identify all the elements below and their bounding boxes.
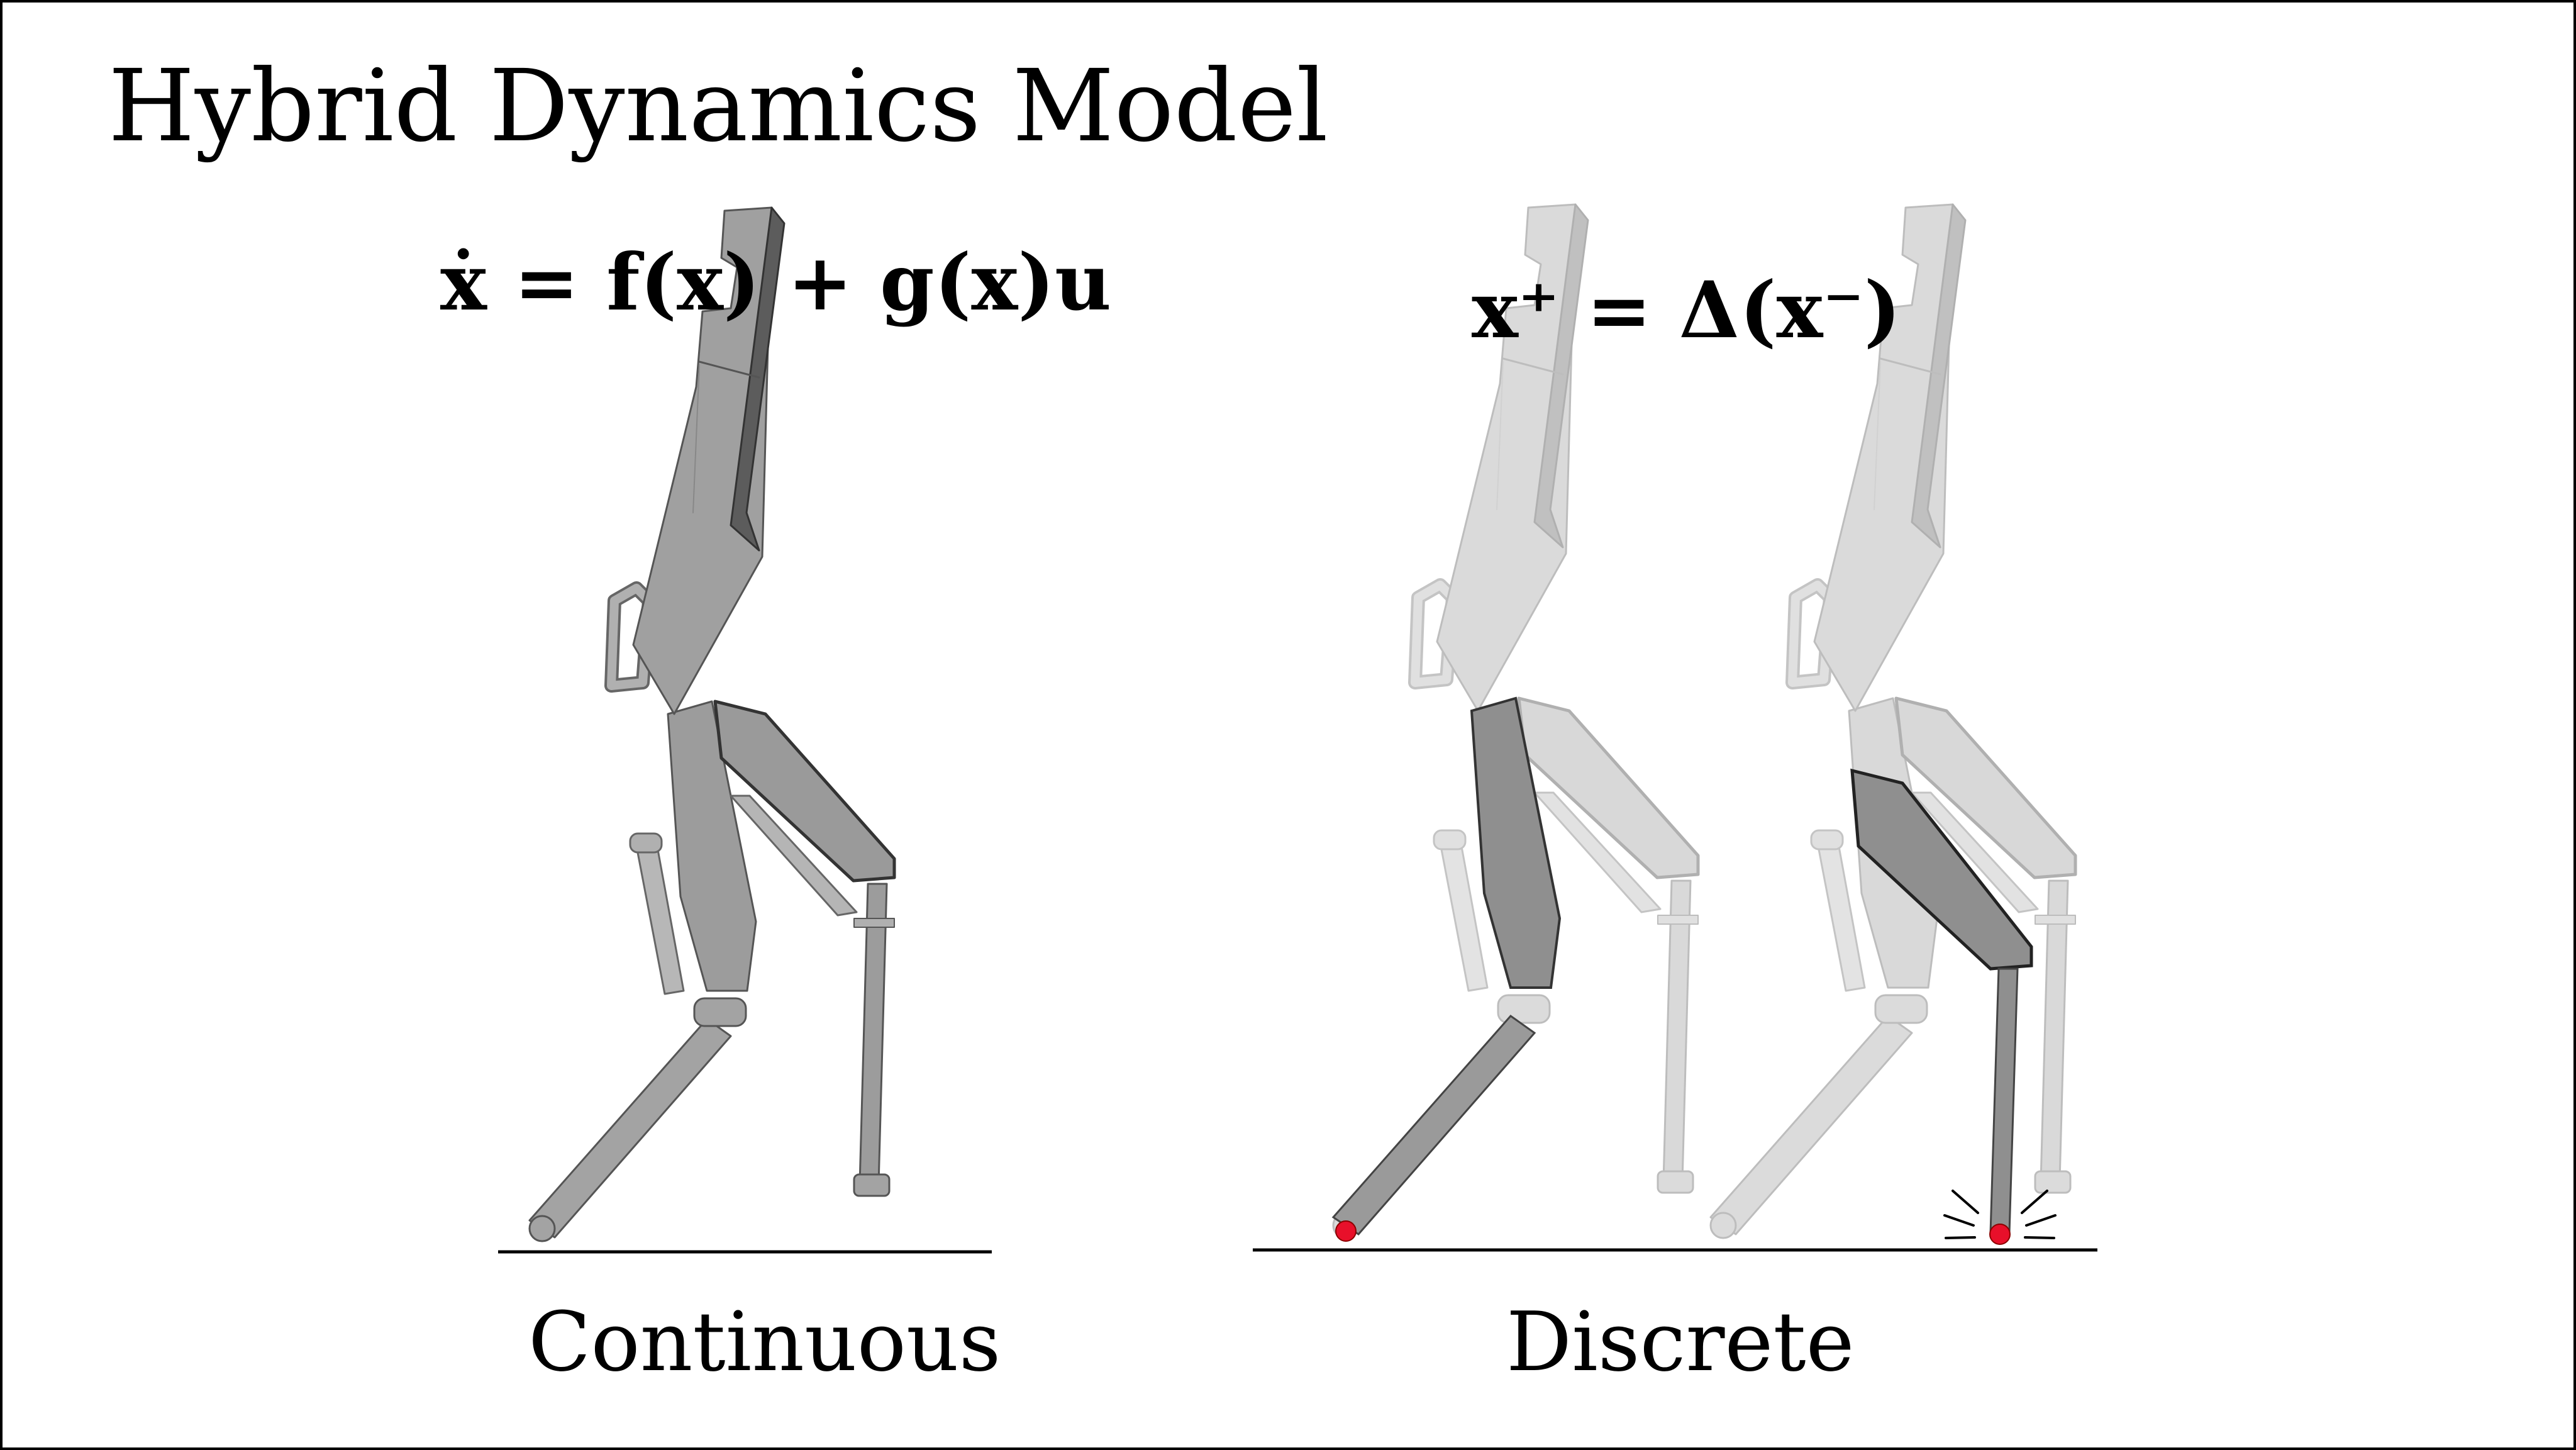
discrete-swing-leg-highlight <box>1850 768 2033 1234</box>
contact-point-impact <box>1989 1224 2011 1245</box>
slide-title: Hybrid Dynamics Model <box>108 48 1328 164</box>
discrete-caption: Discrete <box>1506 1294 1855 1390</box>
continuous-dynamics-equation: ẋ = f(x) + g(x)u <box>440 237 1112 328</box>
contact-point-rear <box>1335 1220 1357 1242</box>
discrete-stance-leg-highlight <box>1331 696 1562 1235</box>
impact-burst-icon <box>1943 1190 2057 1239</box>
continuous-caption: Continuous <box>528 1294 1001 1390</box>
discrete-reset-map-equation: x⁺ = Δ(x⁻) <box>1472 265 1901 356</box>
continuous-robot <box>530 208 894 1241</box>
discrete-robot-post-impact <box>1711 204 2075 1238</box>
